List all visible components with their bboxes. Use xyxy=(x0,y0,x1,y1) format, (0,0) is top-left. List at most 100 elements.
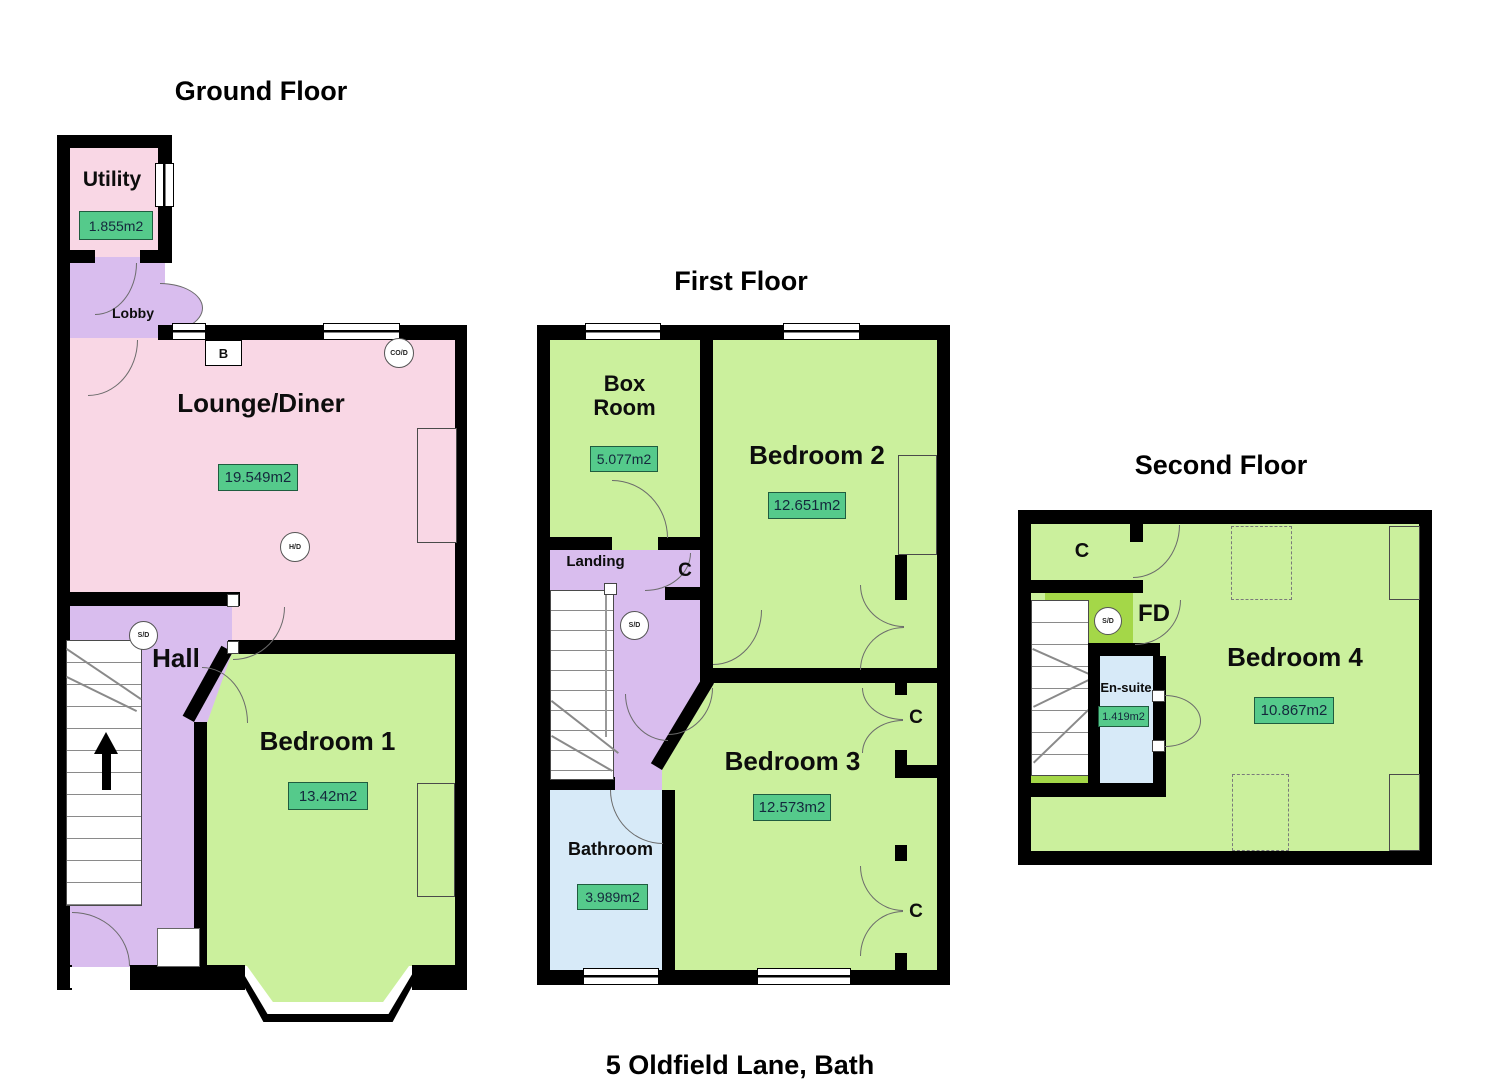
wall xyxy=(895,845,907,861)
bedroom2-area-badge: 12.651m2 xyxy=(768,492,846,519)
chimney-breast-recess xyxy=(417,783,455,897)
wall xyxy=(895,765,950,778)
wall xyxy=(658,537,713,550)
wall xyxy=(700,338,713,683)
smoke-detector-label: S/D xyxy=(628,622,641,629)
chimney-breast-recess xyxy=(1389,774,1420,851)
bedroom3-area-badge: 12.573m2 xyxy=(753,794,831,821)
utility-area-badge: 1.855m2 xyxy=(79,211,153,240)
wall xyxy=(57,135,172,148)
bathroom-area-badge: 3.989m2 xyxy=(577,884,648,910)
wall xyxy=(700,668,950,683)
chimney-breast-recess xyxy=(417,428,457,543)
fire-door-label: FD xyxy=(1138,600,1170,627)
restricted-height-dashed xyxy=(1232,774,1289,851)
co-detector-label: CO/D xyxy=(390,349,408,357)
heat-detector-label: H/D xyxy=(288,543,302,551)
stairs xyxy=(1031,600,1089,776)
stairs-up-arrow-head xyxy=(94,732,118,754)
door-jamb xyxy=(227,594,239,607)
wall xyxy=(1419,510,1432,865)
box-room-area-badge: 5.077m2 xyxy=(590,446,658,472)
smoke-detector-marker: S/D xyxy=(620,611,649,640)
stair-handrail xyxy=(605,592,607,737)
closet-label: C xyxy=(678,560,692,581)
wall xyxy=(537,537,612,550)
smoke-detector-label: S/D xyxy=(1102,617,1114,625)
wall xyxy=(1018,510,1432,524)
stairs xyxy=(550,590,614,780)
lobby-label: Lobby xyxy=(112,305,154,321)
box-room-label: Box Room xyxy=(593,371,656,420)
closet-label: C xyxy=(909,707,923,728)
boiler-label: B xyxy=(218,345,229,361)
window xyxy=(583,968,659,985)
wall xyxy=(1088,643,1160,656)
window xyxy=(585,323,661,340)
wall xyxy=(662,790,675,972)
bedroom3-label: Bedroom 3 xyxy=(724,746,861,776)
stair-newel xyxy=(604,583,617,595)
address-title: 5 Oldfield Lane, Bath xyxy=(605,1050,875,1080)
bedroom4-area-badge: 10.867m2 xyxy=(1254,697,1334,724)
chimney-breast-recess xyxy=(1389,526,1420,600)
wall xyxy=(1153,656,1166,786)
wall xyxy=(665,587,713,600)
lounge-diner-area-badge: 19.549m2 xyxy=(218,464,298,491)
ensuite-area-badge: 1.419m2 xyxy=(1098,706,1149,727)
stairs-up-arrow-stem xyxy=(102,752,111,790)
bedroom2-label: Bedroom 2 xyxy=(749,440,885,470)
bay-window-floor xyxy=(247,966,409,1002)
ground-floor-title: Ground Floor xyxy=(174,76,348,106)
bathroom-label: Bathroom xyxy=(568,839,653,859)
wall xyxy=(455,325,467,990)
smoke-detector-marker: S/D xyxy=(129,621,158,650)
ensuite-label: En-suite xyxy=(1100,680,1152,695)
co-detector-marker: CO/D xyxy=(384,338,414,368)
closet-label: C xyxy=(1074,540,1090,562)
front-door-opening xyxy=(70,967,130,988)
wall xyxy=(194,722,207,965)
utility-label: Utility xyxy=(82,168,142,191)
utility-room xyxy=(70,148,158,257)
restricted-height-dashed xyxy=(1231,526,1292,600)
window xyxy=(172,323,206,340)
landing-label: Landing xyxy=(566,553,625,570)
bedroom4-label: Bedroom 4 xyxy=(1227,642,1363,672)
wall xyxy=(1018,851,1432,865)
wall xyxy=(228,640,467,654)
heat-detector-marker: H/D xyxy=(280,532,310,562)
wall xyxy=(1088,656,1100,786)
wall xyxy=(937,325,950,985)
lounge-diner-label: Lounge/Diner xyxy=(177,388,345,418)
window xyxy=(783,323,860,340)
door-jamb xyxy=(1152,740,1165,752)
window xyxy=(323,323,400,340)
wall xyxy=(57,965,72,990)
bedroom1-label: Bedroom 1 xyxy=(259,726,396,756)
bedroom1-area-badge: 13.42m2 xyxy=(288,782,368,810)
wall xyxy=(412,965,467,990)
closet-label: C xyxy=(909,901,923,922)
hall-label: Hall xyxy=(152,643,200,673)
chimney-breast-recess xyxy=(898,455,937,555)
wall xyxy=(140,250,172,263)
smoke-detector-label: S/D xyxy=(137,632,150,639)
wall xyxy=(130,965,245,990)
wall xyxy=(1018,783,1166,797)
wall xyxy=(57,592,240,606)
window xyxy=(155,163,174,207)
hall-recess xyxy=(157,928,200,967)
wall xyxy=(57,250,95,263)
second-floor-title: Second Floor xyxy=(1134,450,1308,480)
smoke-detector-marker: S/D xyxy=(1094,607,1122,635)
window xyxy=(757,968,851,985)
boiler-box: B xyxy=(205,340,242,366)
wall xyxy=(1018,580,1143,593)
wall xyxy=(537,325,550,985)
wall xyxy=(895,953,907,972)
first-floor-title: First Floor xyxy=(674,266,808,296)
wall xyxy=(1018,510,1031,865)
door-jamb xyxy=(227,641,239,654)
